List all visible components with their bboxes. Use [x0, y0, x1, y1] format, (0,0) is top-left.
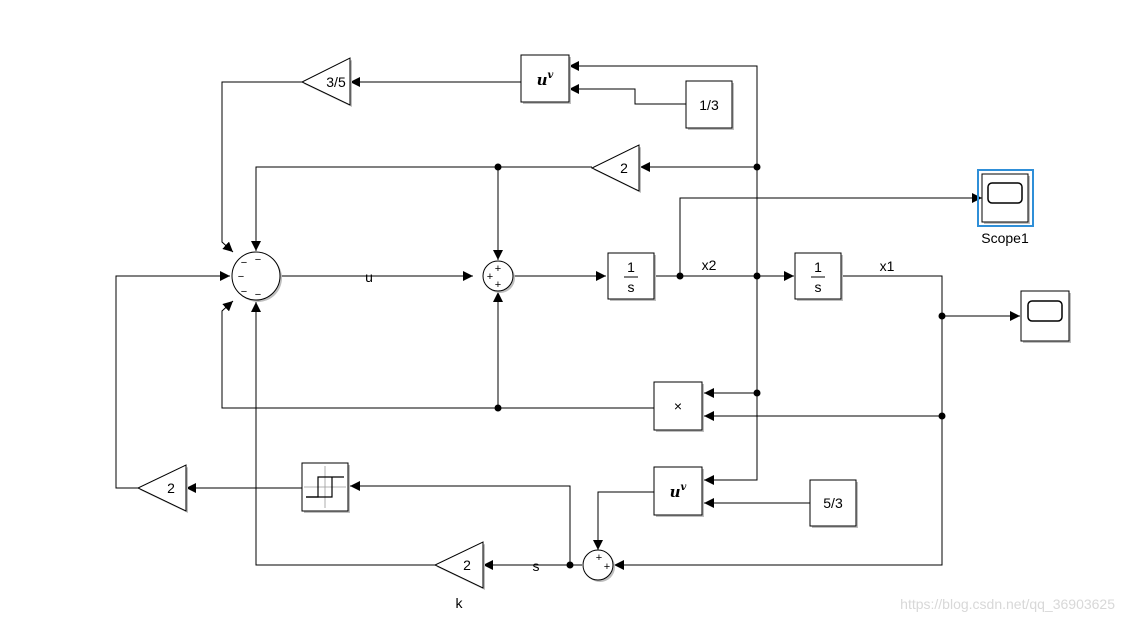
integrator-block-1[interactable]: 1 s: [607, 252, 656, 301]
gain-block-relay-2[interactable]: 2: [136, 464, 188, 513]
junction-dot: [753, 272, 761, 280]
pow-base-text: u: [537, 71, 548, 89]
integrator-block-2[interactable]: 1 s: [794, 252, 843, 301]
gain-value: 2: [463, 557, 471, 573]
junction-dot: [753, 389, 761, 397]
sum-sign: −: [238, 271, 244, 283]
junction-dot: [938, 312, 946, 320]
pow-exp-text: v: [681, 482, 687, 493]
wire-const13-to-pow: [569, 84, 686, 105]
wire-x1-main: [614, 275, 943, 570]
gain-block-3-5[interactable]: 3/5: [300, 57, 352, 107]
signal-label-u: u: [365, 269, 373, 285]
wire-pow-to-bottom-sum: [593, 491, 654, 550]
wire-gain2-to-sum-top: [251, 166, 592, 251]
sum-sign: +: [495, 279, 501, 291]
gain-block-feedback-2[interactable]: 2: [590, 144, 641, 193]
constant-block-5-3[interactable]: 5/3: [809, 479, 858, 528]
wire-x2-to-top-pow: [569, 61, 758, 167]
gain-block-k[interactable]: 2 k: [433, 541, 485, 611]
sum-sign: +: [487, 271, 493, 283]
junction-dot: [566, 561, 574, 569]
watermark-text: https://blog.csdn.net/qq_36903625: [900, 596, 1115, 612]
junction-dots: [494, 163, 946, 569]
scope-screen-icon: [987, 182, 1023, 204]
junction-dot: [753, 163, 761, 171]
integrator-numerator: 1: [627, 259, 635, 275]
signal-label-x1: x1: [880, 258, 895, 274]
scope1-label: Scope1: [981, 230, 1029, 246]
pow-base-text: u: [670, 483, 681, 501]
sum-block-inner[interactable]: + + +: [482, 260, 515, 293]
sum-sign: −: [241, 257, 247, 269]
pow-exp-text: v: [548, 70, 554, 81]
sum-block-bottom[interactable]: + +: [582, 549, 615, 582]
sum-sign: −: [255, 289, 261, 301]
wire-relay-gain-to-sum: [115, 271, 230, 489]
junction-dot: [938, 412, 946, 420]
sum-sign: +: [596, 552, 602, 564]
sum-sign: +: [604, 561, 610, 573]
sum-sign: −: [241, 286, 247, 298]
wire-product-out: [221, 300, 654, 409]
product-symbol: ×: [674, 398, 682, 414]
constant-value: 1/3: [699, 97, 719, 113]
wire-gain35-to-sum: [221, 81, 303, 253]
integrator-denominator: s: [628, 279, 635, 295]
sum-sign: −: [255, 254, 261, 266]
signal-label-s: s: [533, 558, 540, 574]
signal-wires: [115, 61, 1020, 570]
gain-value: 2: [620, 160, 628, 176]
svg-text:uv: uv: [537, 70, 554, 89]
scope1-block[interactable]: Scope1: [977, 169, 1034, 246]
wire-s-to-relay: [350, 481, 571, 565]
wire-x2-to-scope1: [679, 193, 982, 276]
junction-dot: [676, 272, 684, 280]
relay-block[interactable]: [301, 462, 350, 513]
svg-text:uv: uv: [670, 482, 687, 501]
wire-x2-vertical-bus: [704, 167, 758, 485]
wire-k-to-sum-bottom: [251, 302, 435, 566]
product-block[interactable]: ×: [653, 381, 704, 432]
junction-dot: [494, 163, 502, 171]
power-block-top[interactable]: uv: [520, 54, 571, 104]
gain-value: 3/5: [326, 74, 346, 90]
gain-k-label: k: [456, 595, 464, 611]
signal-label-x2: x2: [702, 257, 717, 273]
junction-dot: [494, 404, 502, 412]
integrator-numerator: 1: [814, 259, 822, 275]
constant-value: 5/3: [823, 495, 843, 511]
scope2-block[interactable]: [1020, 290, 1071, 343]
relay-icon: [304, 466, 346, 508]
constant-block-1-3[interactable]: 1/3: [685, 80, 734, 130]
integrator-denominator: s: [815, 279, 822, 295]
scope-screen-icon: [1027, 300, 1063, 322]
gain-value: 2: [167, 480, 175, 496]
power-block-bottom[interactable]: uv: [653, 466, 704, 517]
sum-block-main[interactable]: − − − − −: [231, 251, 282, 302]
sum-sign: +: [495, 263, 501, 275]
